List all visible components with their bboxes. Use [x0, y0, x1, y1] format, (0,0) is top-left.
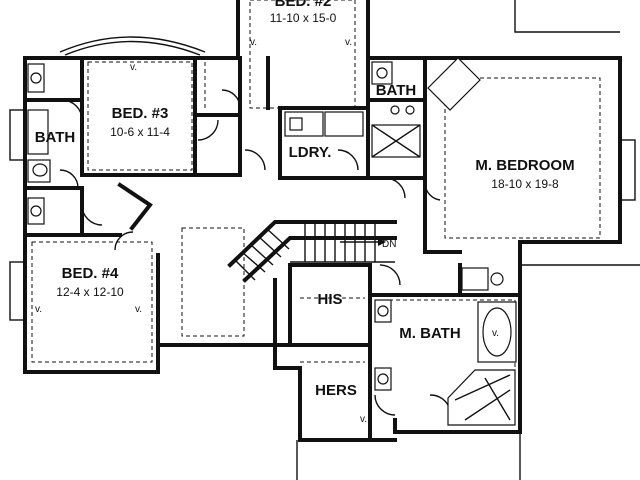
hers-name: HERS	[315, 382, 357, 399]
stairs: DN	[227, 220, 397, 283]
bath-left-name: BATH	[35, 129, 76, 146]
vent-mark: v.	[130, 62, 137, 73]
room-labels: BED. #2 11-10 x 15-0 BED. #3 10-6 x 11-4…	[35, 0, 575, 399]
bath-top-name: BATH	[376, 82, 417, 99]
stair-down-label: DN	[382, 239, 396, 250]
laundry-name: LDRY.	[289, 144, 332, 161]
fixtures	[27, 57, 517, 426]
vent-mark: v.	[345, 37, 352, 48]
vent-mark: v.	[250, 37, 257, 48]
exterior-walls	[23, 0, 622, 442]
bed2-name: BED. #2	[275, 0, 332, 10]
bed2-dims: 11-10 x 15-0	[270, 11, 337, 25]
vent-mark: v.	[135, 304, 142, 315]
vent-mark: v.	[35, 304, 42, 315]
vent-marks: v. v. v. v. v. v. v.	[35, 37, 499, 425]
vent-mark: v.	[360, 414, 367, 425]
master-dims: 18-10 x 19-8	[491, 177, 559, 191]
bed4-name: BED. #4	[62, 265, 119, 282]
master-bath-name: M. BATH	[399, 325, 460, 342]
bay-windows	[9, 36, 636, 321]
bed3-dims: 10-6 x 11-4	[110, 125, 170, 139]
bed3-name: BED. #3	[112, 105, 169, 122]
bed4-dims: 12-4 x 12-10	[56, 285, 124, 299]
dashed-lines	[31, 0, 601, 425]
his-name: HIS	[317, 291, 342, 308]
master-name: M. BEDROOM	[475, 157, 574, 174]
vent-mark: v.	[492, 328, 499, 339]
